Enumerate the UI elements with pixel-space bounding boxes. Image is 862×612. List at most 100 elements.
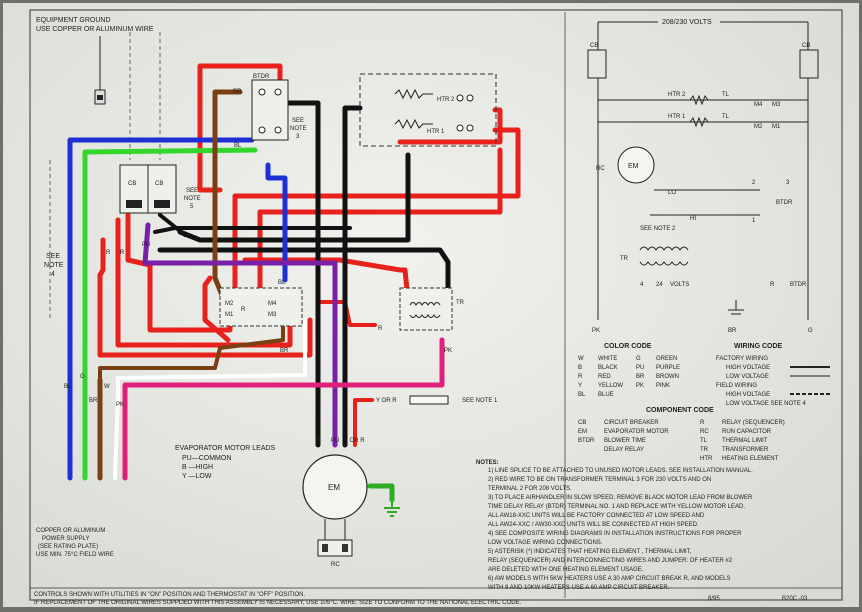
sch-btdr-1: 1 bbox=[752, 218, 756, 224]
wire-red-7 bbox=[257, 147, 503, 215]
sch-btdr: BTDR bbox=[776, 200, 793, 206]
see-note-4-note: NOTE bbox=[44, 262, 64, 269]
sch-lo: LO bbox=[668, 190, 676, 196]
heater-element-assembly: HTR 2 HTR 1 bbox=[359, 73, 497, 147]
relay-m4: M4 bbox=[268, 301, 277, 307]
supply-label-g: G bbox=[80, 374, 85, 380]
see-note-3-note: NOTE bbox=[290, 126, 307, 132]
wire-red-13 bbox=[242, 257, 411, 303]
component-code-title: COMPONENT CODE bbox=[646, 407, 714, 414]
wire-purple bbox=[142, 222, 338, 448]
note-line: ALL AW24-XXC / AW30-XXC UNITS WILL BE CO… bbox=[488, 522, 699, 528]
wire-black-4 bbox=[158, 213, 187, 237]
ground-title: EQUIPMENT GROUND bbox=[36, 17, 111, 24]
sch-br: BR bbox=[728, 328, 737, 334]
supply-label-pk: PK bbox=[116, 402, 124, 408]
cb-label-pu: PU bbox=[142, 242, 150, 248]
note-line: TERMINAL 2 FOR 208 VOLTS. bbox=[488, 486, 572, 492]
wc-factory-lv: LOW VOLTAGE bbox=[726, 374, 769, 380]
comp-code-cb: CB bbox=[578, 420, 586, 426]
wire-pink bbox=[122, 337, 445, 481]
ground-subtitle: USE COPPER OR ALUMINUM WIRE bbox=[36, 26, 154, 33]
cc-name-blue: BLUE bbox=[598, 392, 614, 398]
cc-name-purple: PURPLE bbox=[656, 365, 680, 371]
cc-name-black: BLACK bbox=[598, 365, 618, 371]
cc-code-r: R bbox=[578, 374, 583, 380]
footer-code: B20C -03 bbox=[782, 596, 808, 602]
evap-leads-title: EVAPORATOR MOTOR LEADS bbox=[175, 445, 276, 452]
sch-m4: M4 bbox=[754, 102, 763, 108]
relay-label-bl: BL bbox=[278, 280, 286, 286]
note-line: TIME DELAY RELAY (BTDR) TERMINAL NO. 1 A… bbox=[488, 504, 745, 510]
transformer: TR bbox=[399, 287, 465, 331]
wire-red-10 bbox=[115, 217, 293, 348]
sch-see-note-2: SEE NOTE 2 bbox=[640, 226, 676, 232]
tr-label-r: R bbox=[378, 326, 383, 332]
cc-code-pu: PU bbox=[636, 365, 644, 371]
sch-m2: M2 bbox=[754, 124, 763, 130]
comp-code-tr: TR bbox=[700, 447, 709, 453]
note-line: 3) TO PLACE AIRHANDLER IN SLOW SPEED, RE… bbox=[488, 495, 753, 501]
comp-code-tl: TL bbox=[700, 438, 708, 444]
cc-code-y: Y bbox=[578, 383, 582, 389]
evap-lead-common: PU—COMMON bbox=[182, 455, 231, 462]
comp-desc-btdr-1: BLOWER TIME bbox=[604, 438, 646, 444]
sch-htr1: HTR 1 bbox=[668, 114, 686, 120]
evap-lead-high: B —HIGH bbox=[182, 464, 213, 471]
sch-tl-1: TL bbox=[722, 92, 730, 98]
note-line: 6) AW MODELS WITH 5KW HEATERS USE A 30 A… bbox=[488, 576, 731, 582]
motor-lead-pu: PU bbox=[331, 438, 339, 444]
sch-tr-24: 24 bbox=[656, 282, 663, 288]
wc-field: FIELD WIRING bbox=[716, 383, 757, 389]
cc-code-w: W bbox=[578, 356, 584, 362]
comp-desc-btdr-2: DELAY RELAY bbox=[604, 447, 644, 453]
sch-r: R bbox=[770, 282, 775, 288]
sch-g: G bbox=[808, 328, 813, 334]
note-line: ARE DELETED WITH ONE HEATING ELEMENT USA… bbox=[488, 567, 644, 573]
supply-label-w: W bbox=[104, 384, 110, 390]
note-line: 1) LINE SPLICE TO BE ATTACHED TO UNUSED … bbox=[488, 468, 753, 474]
cc-code-pk: PK bbox=[636, 383, 644, 389]
wire-white bbox=[113, 318, 307, 480]
footer-date: 8/95 bbox=[708, 596, 720, 602]
wc-field-hv: HIGH VOLTAGE bbox=[726, 392, 770, 398]
evap-lead-low: Y —LOW bbox=[182, 473, 212, 480]
comp-desc-em: EVAPORATOR MOTOR bbox=[604, 429, 669, 435]
cc-name-green: GREEN bbox=[656, 356, 677, 362]
wire-red-12 bbox=[202, 275, 231, 343]
relay-m2: M2 bbox=[225, 301, 234, 307]
motor-lead-y-or-r: Y OR R bbox=[344, 438, 365, 444]
sch-htr2: HTR 2 bbox=[668, 92, 686, 98]
relay-r: R bbox=[241, 307, 246, 313]
diagram-border bbox=[29, 9, 843, 601]
sch-tr-4: 4 bbox=[640, 282, 644, 288]
sch-tl-2: TL bbox=[722, 114, 730, 120]
evaporator-motor: EM RC bbox=[302, 454, 368, 568]
sch-cb-right: CB bbox=[802, 43, 810, 49]
sch-cb-left: CB bbox=[590, 43, 598, 49]
btdr-label-br: BR bbox=[233, 89, 242, 95]
comp-code-btdr: BTDR bbox=[578, 438, 595, 444]
see-note-3-word: SEE bbox=[292, 118, 304, 124]
sch-m1: M1 bbox=[772, 124, 781, 130]
cb-label-r1: R bbox=[106, 250, 111, 256]
htr1-label: HTR 1 bbox=[427, 129, 445, 135]
sch-btdr-2: 2 bbox=[752, 180, 756, 186]
cc-code-br: BR bbox=[636, 374, 645, 380]
note-line: LOW VOLTAGE WIRING CONNECTIONS. bbox=[488, 540, 603, 546]
relay-m1: M1 bbox=[225, 312, 234, 318]
tr-label-pk: PK bbox=[444, 348, 452, 354]
relay-label-br: BR bbox=[280, 348, 289, 354]
wire-black-3 bbox=[177, 152, 411, 243]
cc-name-brown: BROWN bbox=[656, 374, 679, 380]
sch-m3: M3 bbox=[772, 102, 781, 108]
color-code-title: COLOR CODE bbox=[604, 343, 652, 350]
comp-code-em: EM bbox=[578, 429, 587, 435]
schematic-voltage: 208/230 VOLTS bbox=[662, 19, 712, 26]
notes-title: NOTES: bbox=[476, 460, 499, 466]
ladder-schematic: 208/230 VOLTS CB CB HTR 2 HTR 1 TL TL M4… bbox=[587, 19, 819, 334]
ground-symbol-icon bbox=[384, 500, 400, 517]
cc-name-white: WHITE bbox=[598, 356, 617, 362]
comp-desc-htr: HEATING ELEMENT bbox=[722, 456, 779, 462]
sequencer-relay: M2 M1 M4 M3 R bbox=[219, 287, 303, 327]
